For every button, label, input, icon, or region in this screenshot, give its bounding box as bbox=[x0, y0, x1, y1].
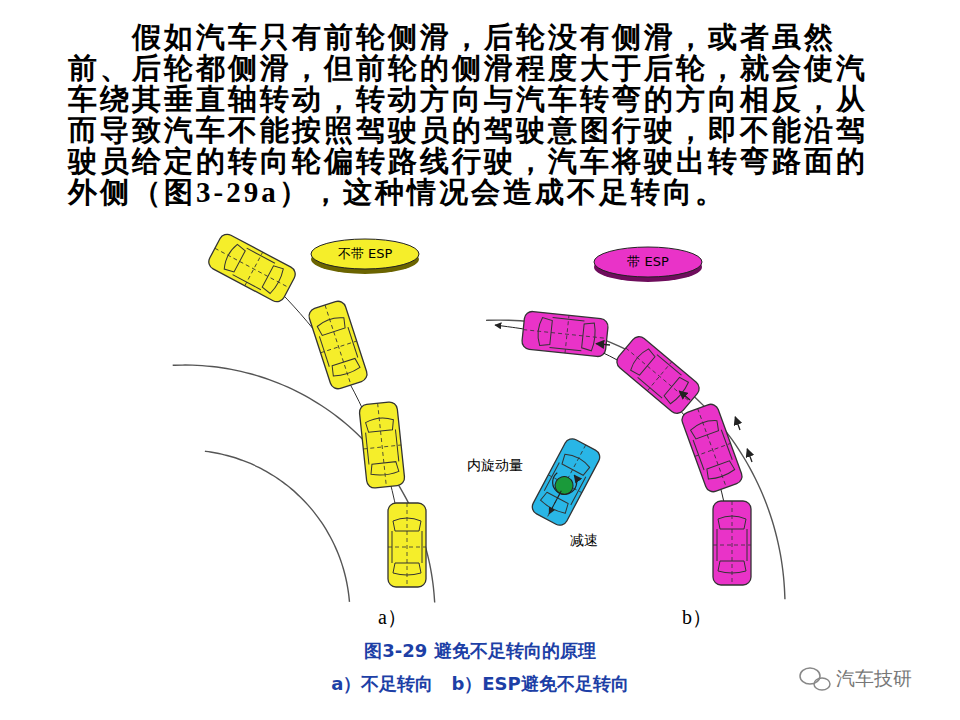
label-ellipse: 不带 ESP bbox=[310, 238, 420, 270]
force-arrow bbox=[747, 449, 752, 462]
label-ellipse: 带 ESP bbox=[593, 246, 703, 278]
car bbox=[530, 436, 603, 528]
watermark: 汽车技研 bbox=[836, 666, 912, 692]
body-text: 假如汽车只有前轮侧滑，后轮没有侧滑，或者虽然前、后轮都侧滑，但前轮的侧滑程度大于… bbox=[68, 22, 898, 208]
car bbox=[307, 299, 369, 391]
car bbox=[713, 501, 751, 585]
car bbox=[680, 402, 744, 494]
caption-line: a）不足转向 b）ESP避免不足转向 bbox=[331, 672, 628, 696]
force-arrow bbox=[735, 417, 740, 430]
track-line bbox=[240, 255, 405, 585]
force-arrow bbox=[596, 344, 610, 345]
car bbox=[614, 333, 703, 416]
ellipse-text: 不带 ESP bbox=[338, 245, 392, 263]
car bbox=[359, 401, 406, 489]
car bbox=[206, 232, 298, 305]
figure-label: a） bbox=[378, 604, 407, 631]
caption: 图3-29 避免不足转向的原理 bbox=[364, 639, 595, 663]
ellipse-text: 带 ESP bbox=[627, 253, 668, 271]
road-edge bbox=[173, 365, 435, 602]
annotation: 内旋动量 bbox=[467, 457, 523, 475]
annotation: 减速 bbox=[570, 532, 598, 550]
car bbox=[521, 311, 609, 358]
car bbox=[388, 503, 426, 587]
force-arrow bbox=[679, 391, 690, 400]
figure-label: b） bbox=[682, 604, 712, 631]
watermark-icon bbox=[800, 668, 830, 690]
road-edge bbox=[486, 320, 785, 599]
road-edge bbox=[205, 451, 350, 602]
